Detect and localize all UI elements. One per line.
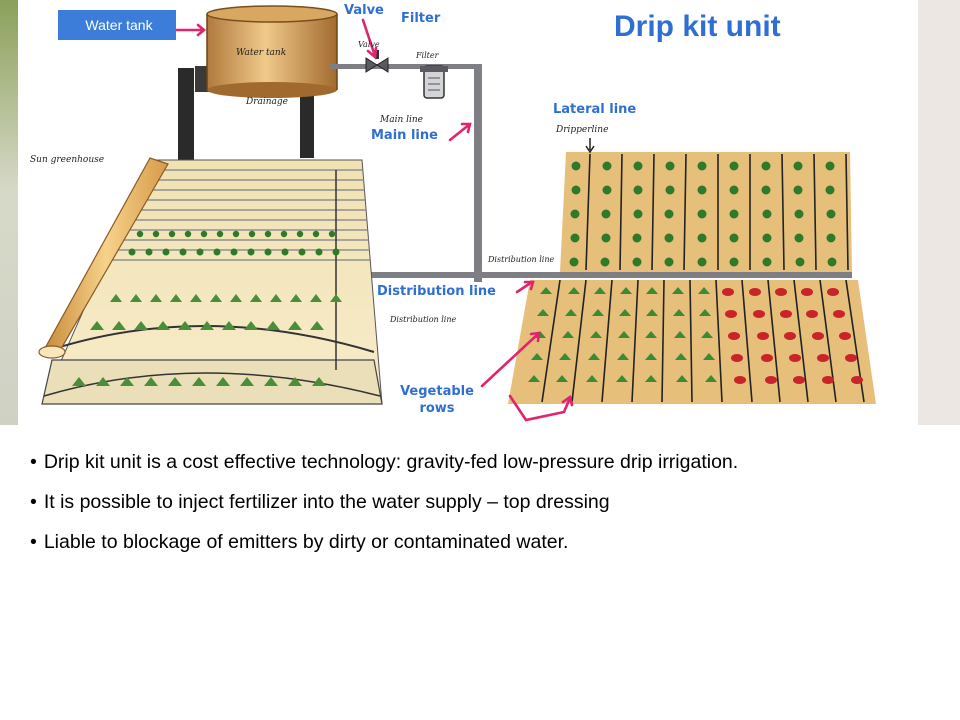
valve-icon: [365, 50, 389, 73]
main-line-arrow-icon: [448, 122, 472, 142]
drawing-label-sun-greenhouse: Sun greenhouse: [30, 155, 104, 165]
lateral-line-label: Lateral line: [553, 102, 637, 117]
filter-icon: [420, 65, 448, 99]
dripperline-arrow-icon: [585, 138, 595, 154]
water-tank-arrow-icon: [174, 23, 207, 37]
bullet-dot-icon: •: [30, 531, 37, 553]
drawing-label-water-tank: Water tank: [236, 48, 286, 58]
drip-kit-diagram: Water tank Drainage Valve Filter Main li…: [0, 0, 960, 425]
distribution-line-label: Distribution line: [377, 284, 496, 299]
vegetable-plants: [528, 287, 717, 382]
tomato-plants: [722, 288, 863, 384]
bullet-item: • Drip kit unit is a cost effective techn…: [30, 450, 940, 474]
page-edge: [918, 0, 960, 425]
vegetable-rows-field: [508, 279, 876, 404]
drawing-label-valve: Valve: [358, 40, 380, 49]
lateral-plants: [569, 161, 837, 267]
bullet-item: • It is possible to inject fertilizer int…: [30, 490, 940, 514]
bullet-item: • Liable to blockage of emitters by dirty…: [30, 530, 940, 554]
bullet-dot-icon: •: [30, 491, 37, 513]
filter-label: Filter: [401, 11, 441, 26]
bullet-dot-icon: •: [30, 451, 37, 473]
bullet-text: It is possible to inject fertilizer into…: [43, 491, 610, 513]
sun-greenhouse-icon: [38, 157, 383, 405]
vegetable-rows-arrow-icon: [480, 331, 541, 388]
greenhouse-ribs: [100, 169, 371, 261]
drawing-label-distribution-left: Distribution line: [389, 315, 457, 324]
pointer-arrows: [174, 18, 574, 422]
vegetable-rows-label: Vegetable rows: [400, 384, 474, 416]
water-tank-icon: [178, 5, 338, 160]
lateral-line-field: [560, 138, 852, 272]
bullet-list: • Drip kit unit is a cost effective techn…: [30, 450, 940, 570]
main-line-label: Main line: [371, 128, 438, 143]
greenhouse-crop-rows: [72, 230, 342, 386]
drawing-label-filter: Filter: [415, 51, 440, 60]
water-tank-label: Water tank: [58, 10, 176, 40]
valve-arrow-icon: [361, 18, 378, 60]
drawing-label-main-line: Main line: [379, 115, 423, 125]
vegetable-rows-bracket-icon: [508, 394, 574, 422]
drawing-label-drainage: Drainage: [245, 97, 288, 107]
distribution-line-arrow-icon: [515, 280, 535, 294]
valve-label: Valve: [344, 3, 384, 18]
bullet-text: Liable to blockage of emitters by dirty …: [43, 531, 569, 553]
page-title: Drip kit unit: [614, 10, 781, 43]
drawing-label-dripperline: Dripperline: [555, 125, 608, 135]
drawing-label-distribution-right: Distribution line: [487, 255, 555, 264]
bullet-text: Drip kit unit is a cost effective techno…: [43, 451, 739, 473]
